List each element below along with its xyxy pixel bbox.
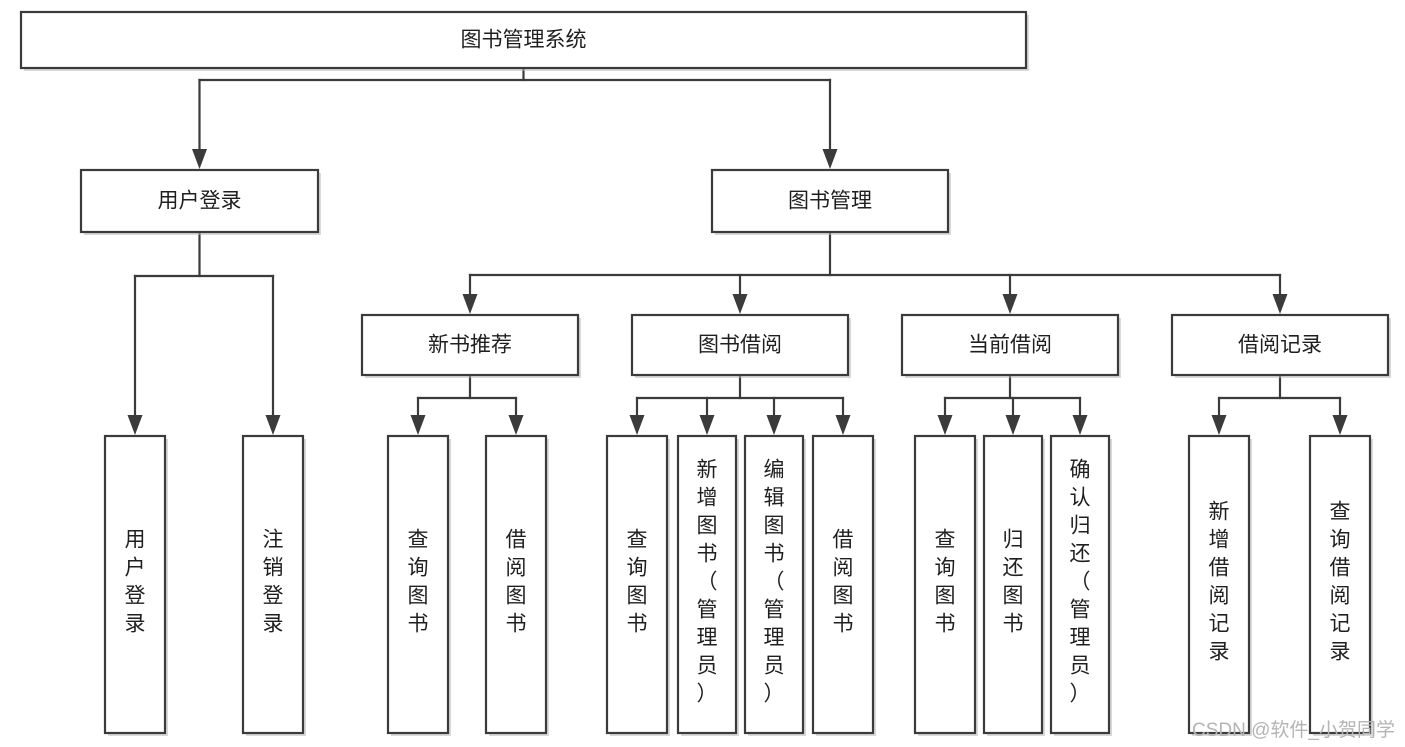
node-label: 查询图书 [935,529,956,636]
node-rect[interactable] [386,434,450,735]
node-return-book[interactable]: 归还图书 [982,434,1045,736]
node-label: 用户登录 [125,529,146,636]
node-label: 查询图书 [408,529,429,636]
node-label: 注销登录 [263,529,284,636]
node-rect[interactable] [19,10,1028,70]
arrow-head-icon [1211,415,1227,435]
node-borrow-record[interactable]: 借阅记录 [1170,313,1391,378]
node-add-book-admin[interactable]: 新增图书（管理员） [676,434,739,736]
node-rect[interactable] [484,434,548,735]
node-rect[interactable] [743,434,805,735]
node-edit-book-admin[interactable]: 编辑图书（管理员） [743,434,806,736]
node-query-book-2[interactable]: 查询图书 [605,434,670,736]
node-layer: 图书管理系统用户登录用户登录注销登录图书管理新书推荐查询图书借阅图书图书借阅查询… [19,10,1391,736]
node-rect[interactable] [676,434,738,735]
node-book-borrow[interactable]: 图书借阅 [630,313,851,378]
arrow-head-icon [265,415,281,435]
node-new-book-recommend[interactable]: 新书推荐 [360,313,581,378]
arrow-head-icon [410,415,426,435]
node-book-management[interactable]: 图书管理 [710,168,951,235]
node-label: 当前借阅 [968,334,1052,357]
node-rect[interactable] [79,168,320,234]
arrow-head-icon [1072,415,1088,435]
node-borrow-book-1[interactable]: 借阅图书 [484,434,549,736]
node-label: 借阅记录 [1238,334,1322,357]
node-rect[interactable] [1170,313,1390,377]
arrow-head-icon [1005,415,1021,435]
node-confirm-return-admin[interactable]: 确认归还（管理员） [1049,434,1112,736]
arrow-head-icon [835,415,851,435]
arrow-head-icon [937,415,953,435]
node-label: 新增图书（管理员） [697,459,718,706]
node-rect[interactable] [241,434,305,735]
node-label: 借阅图书 [833,529,854,636]
node-label: 图书借阅 [698,334,782,357]
node-rect[interactable] [360,313,580,377]
node-rect[interactable] [103,434,167,735]
node-user-logout[interactable]: 注销登录 [241,434,306,736]
connector-layer [127,66,1348,435]
arrow-head-icon [766,415,782,435]
arrow-head-icon [1272,294,1288,314]
node-user-login[interactable]: 用户登录 [79,168,321,235]
node-label: 用户登录 [158,190,242,213]
node-add-borrow-record[interactable]: 新增借阅记录 [1187,434,1252,736]
node-label: 新书推荐 [428,334,512,357]
arrow-head-icon [1332,415,1348,435]
node-rect[interactable] [710,168,950,234]
node-rect[interactable] [1308,434,1372,735]
arrow-head-icon [699,415,715,435]
node-user-login-do[interactable]: 用户登录 [103,434,168,736]
node-rect[interactable] [900,313,1120,377]
arrow-head-icon [1002,294,1018,314]
node-current-borrow[interactable]: 当前借阅 [900,313,1121,378]
node-rect[interactable] [982,434,1044,735]
arrow-head-icon [192,149,207,169]
arrow-head-icon [462,294,478,314]
node-label: 查询图书 [627,529,648,636]
node-label: 新增借阅记录 [1209,501,1230,664]
node-root[interactable]: 图书管理系统 [19,10,1029,71]
arrow-head-icon [629,415,645,435]
node-label: 确认归还（管理员） [1070,459,1091,706]
node-query-borrow-record[interactable]: 查询借阅记录 [1308,434,1373,736]
node-label: 图书管理系统 [461,29,587,52]
arrow-head-icon [127,415,143,435]
node-label: 编辑图书（管理员） [764,459,785,706]
node-rect[interactable] [913,434,977,735]
node-label: 借阅图书 [506,529,527,636]
arrow-head-icon [508,415,524,435]
node-label: 查询借阅记录 [1330,501,1351,664]
arrow-head-icon [732,294,748,314]
node-borrow-book-2[interactable]: 借阅图书 [811,434,876,736]
node-rect[interactable] [1049,434,1111,735]
node-query-book-3[interactable]: 查询图书 [913,434,978,736]
arrow-head-icon [822,149,838,169]
node-rect[interactable] [605,434,669,735]
node-label: 归还图书 [1003,529,1024,636]
node-rect[interactable] [1187,434,1251,735]
node-query-book-1[interactable]: 查询图书 [386,434,451,736]
node-label: 图书管理 [788,190,872,213]
node-rect[interactable] [811,434,875,735]
node-rect[interactable] [630,313,850,377]
